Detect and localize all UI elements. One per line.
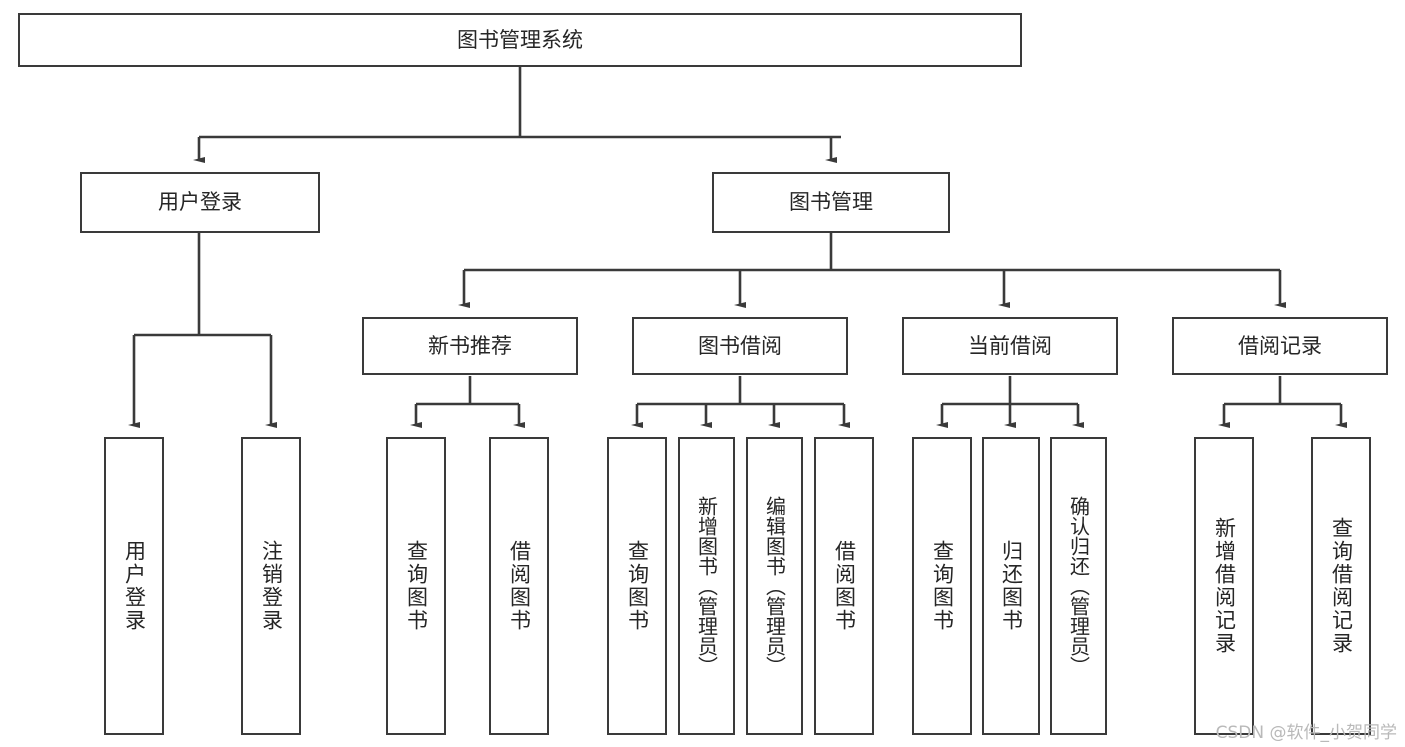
node-label: 注销登录 [259, 540, 284, 632]
node-label: 新增借阅记录 [1212, 517, 1237, 655]
node-leaf-query-borrow-record[interactable]: 查询借阅记录 [1311, 437, 1371, 735]
node-leaf-logout[interactable]: 注销登录 [241, 437, 301, 735]
node-label: 图书管理 [789, 190, 873, 215]
node-label: 查询图书 [930, 540, 955, 632]
node-label: 查询图书 [404, 540, 429, 632]
node-label: 图书管理系统 [457, 27, 583, 52]
node-label: 借阅记录 [1238, 333, 1322, 358]
node-label: 用户登录 [122, 540, 147, 632]
node-leaf-return-book[interactable]: 归还图书 [982, 437, 1040, 735]
node-label: 确认归还（管理员） [1066, 496, 1091, 676]
node-book-management[interactable]: 图书管理 [712, 172, 950, 233]
node-leaf-user-login[interactable]: 用户登录 [104, 437, 164, 735]
node-new-book-recommend[interactable]: 新书推荐 [362, 317, 578, 375]
node-leaf-borrow-book-recommend[interactable]: 借阅图书 [489, 437, 549, 735]
node-user-login[interactable]: 用户登录 [80, 172, 320, 233]
node-leaf-query-book-current[interactable]: 查询图书 [912, 437, 972, 735]
node-leaf-add-book-admin[interactable]: 新增图书（管理员） [678, 437, 735, 735]
node-book-borrow[interactable]: 图书借阅 [632, 317, 848, 375]
node-label: 归还图书 [999, 540, 1024, 632]
node-label: 借阅图书 [507, 540, 532, 632]
csdn-watermark: CSDN @软件_小贺同学 [1215, 723, 1397, 743]
node-label: 图书借阅 [698, 333, 782, 358]
node-label: 编辑图书（管理员） [762, 496, 787, 676]
node-label: 新书推荐 [428, 333, 512, 358]
node-leaf-confirm-return-admin[interactable]: 确认归还（管理员） [1050, 437, 1107, 735]
node-label: 查询图书 [625, 540, 650, 632]
node-leaf-query-book-borrow[interactable]: 查询图书 [607, 437, 667, 735]
node-root-book-management-system[interactable]: 图书管理系统 [18, 13, 1022, 67]
node-label: 新增图书（管理员） [694, 496, 719, 676]
node-leaf-query-book-recommend[interactable]: 查询图书 [386, 437, 446, 735]
node-leaf-edit-book-admin[interactable]: 编辑图书（管理员） [746, 437, 803, 735]
node-leaf-add-borrow-record[interactable]: 新增借阅记录 [1194, 437, 1254, 735]
node-label: 用户登录 [158, 190, 242, 215]
node-label: 借阅图书 [832, 540, 857, 632]
node-label: 当前借阅 [968, 333, 1052, 358]
node-current-borrow[interactable]: 当前借阅 [902, 317, 1118, 375]
node-leaf-borrow-book[interactable]: 借阅图书 [814, 437, 874, 735]
node-label: 查询借阅记录 [1329, 517, 1354, 655]
node-borrow-records[interactable]: 借阅记录 [1172, 317, 1388, 375]
